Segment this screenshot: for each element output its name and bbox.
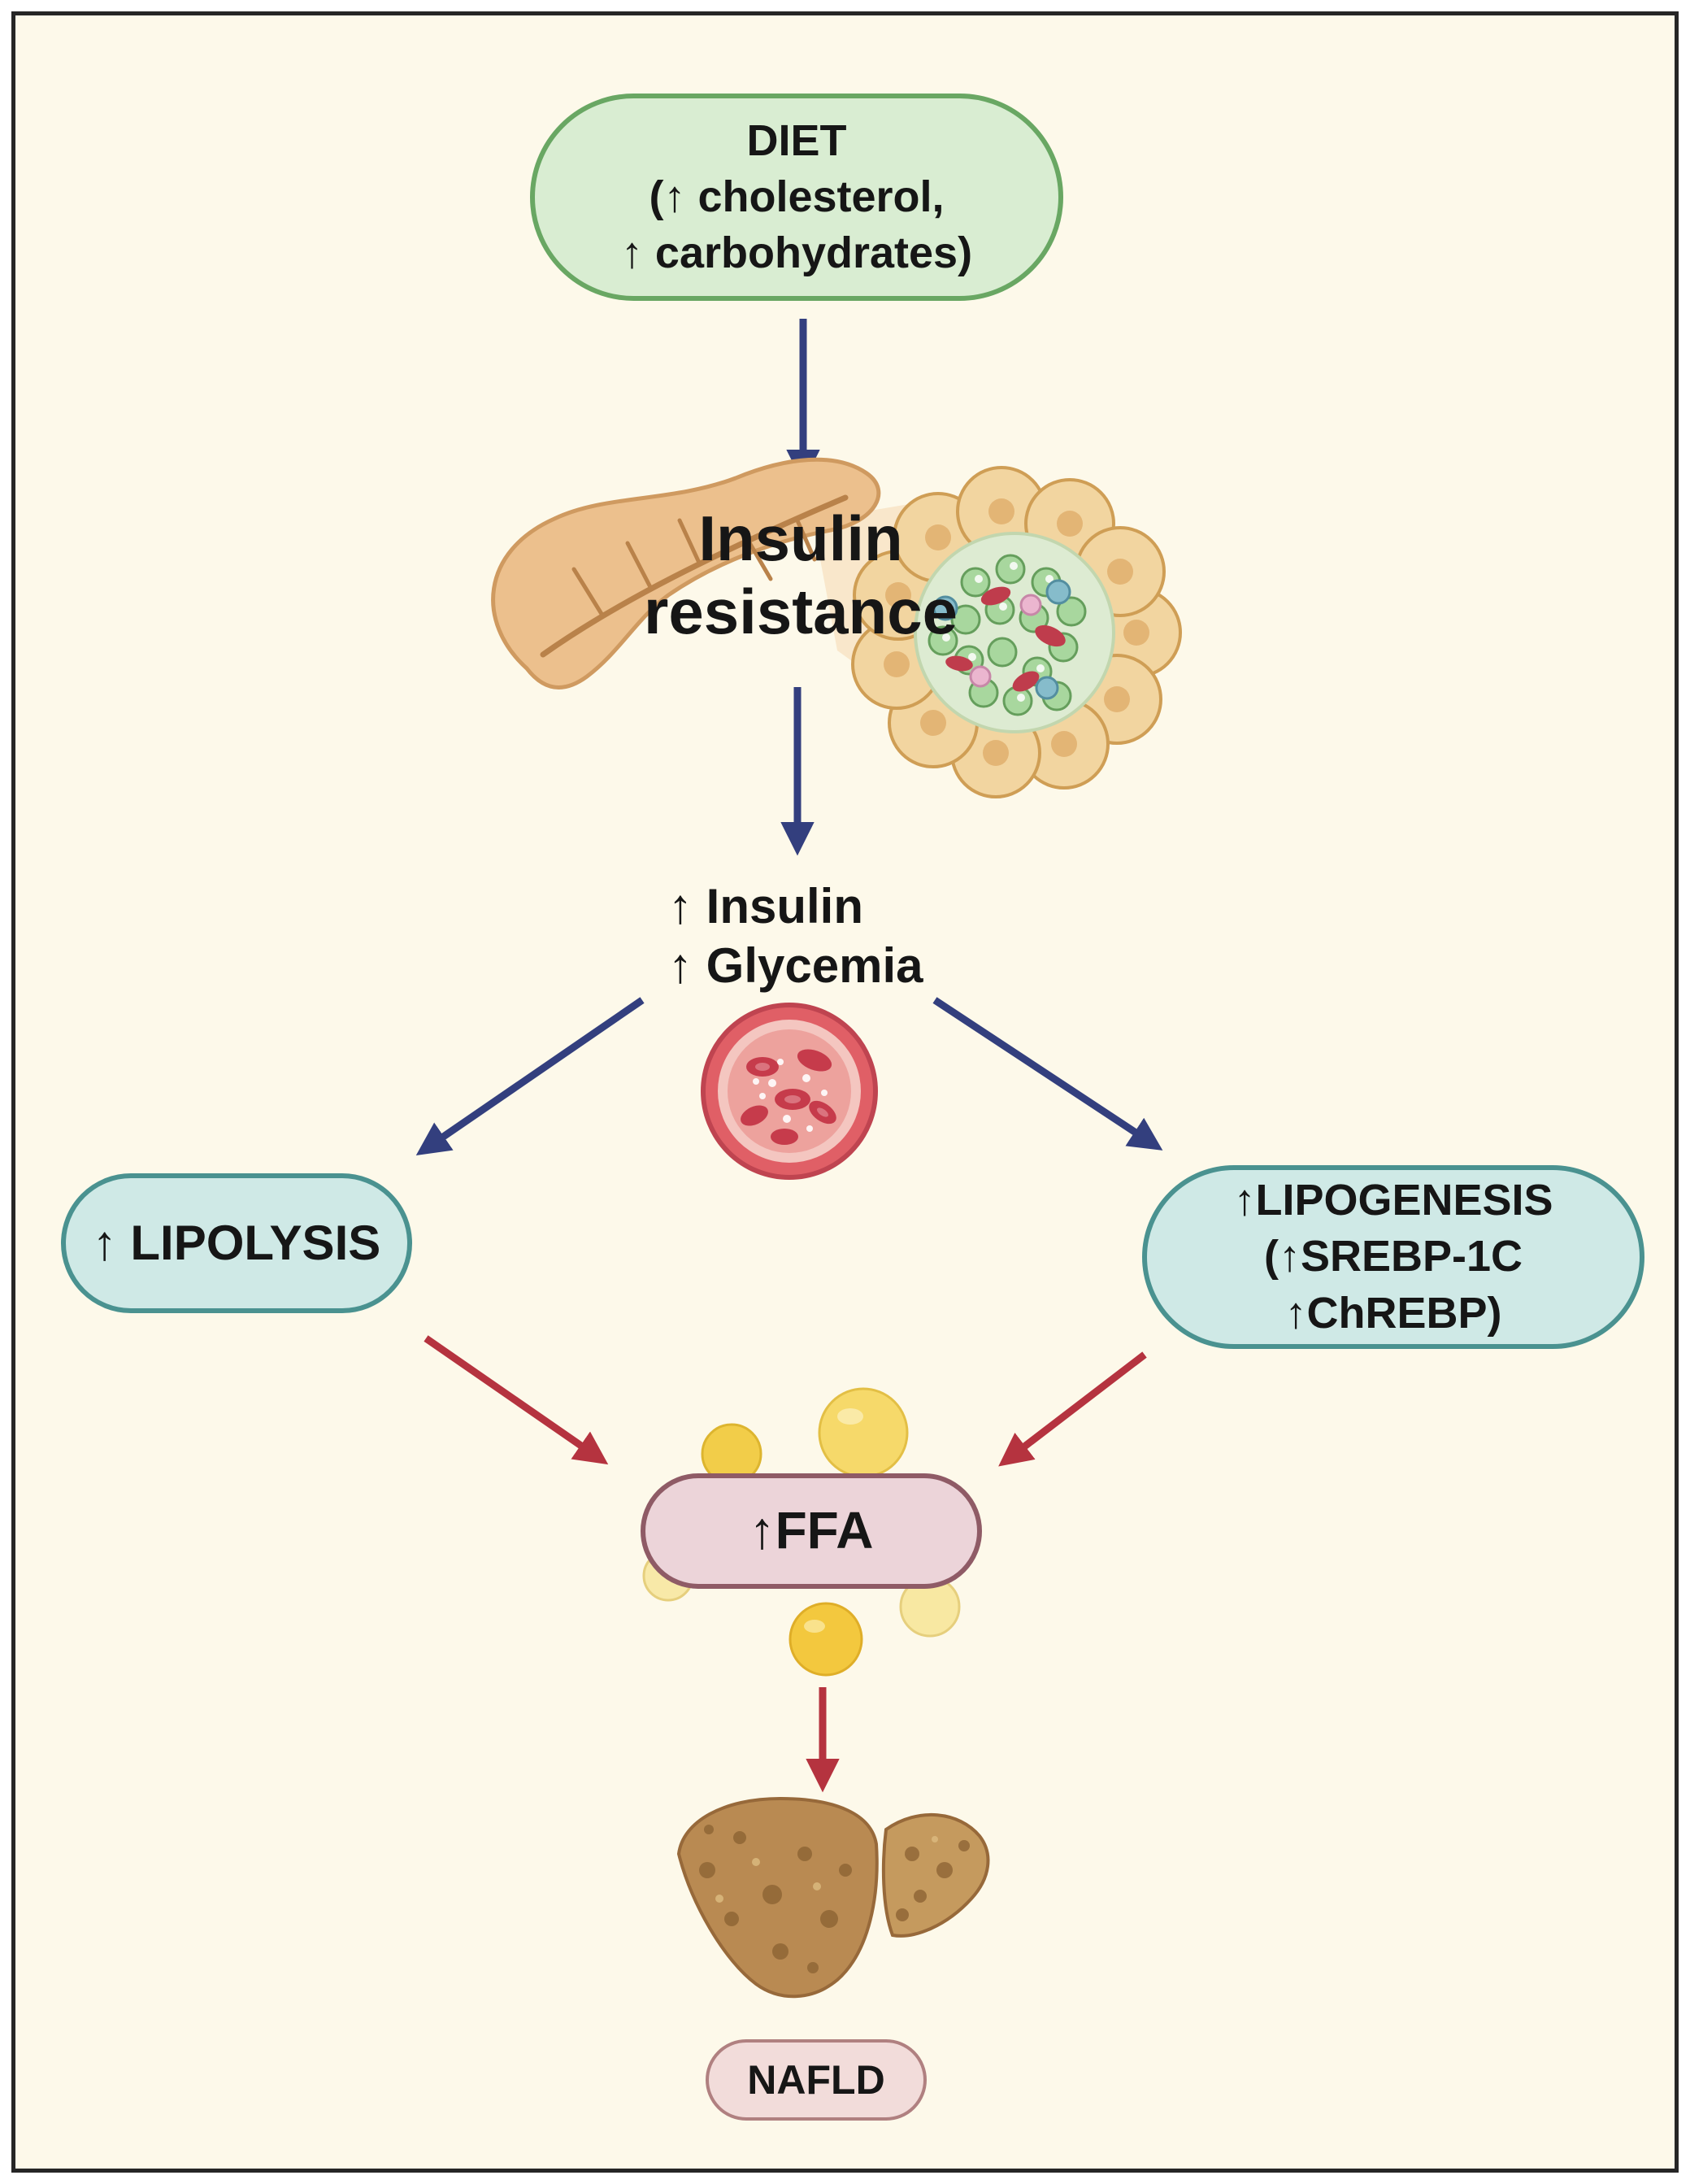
diet-box: DIET (↑ cholesterol, ↑ carbohydrates) — [530, 94, 1063, 301]
insulin-resistance-line-1: Insulin — [698, 502, 903, 574]
insulin-glycemia-line-2: ↑ Glycemia — [668, 938, 923, 994]
fatty-liver-icon — [676, 1796, 990, 1999]
lipolysis-label: ↑ LIPOLYSIS — [92, 1215, 381, 1270]
pancreatic-islet-icon — [851, 466, 1182, 798]
diet-line-1: DIET — [746, 115, 847, 165]
insulin-glycemia-label: ↑ Insulin ↑ Glycemia — [668, 877, 923, 995]
diet-line-3: ↑ carbohydrates) — [620, 228, 973, 278]
lipolysis-box: ↑ LIPOLYSIS — [61, 1173, 412, 1313]
blood-vessel-icon — [701, 1003, 878, 1180]
nafld-box: NAFLD — [706, 2039, 927, 2121]
insulin-glycemia-line-1: ↑ Insulin — [668, 879, 863, 933]
arrow-lipolysis-to-ffa — [424, 1335, 609, 1465]
ffa-box: ↑FFA — [641, 1473, 982, 1589]
lipogenesis-line-3: ↑ChREBP) — [1284, 1288, 1502, 1338]
lipogenesis-box: ↑LIPOGENESIS (↑SREBP-1C ↑ChREBP) — [1142, 1165, 1644, 1349]
lipogenesis-line-2: (↑SREBP-1C — [1263, 1232, 1523, 1281]
lipogenesis-line-1: ↑LIPOGENESIS — [1233, 1176, 1553, 1225]
nafld-label: NAFLD — [747, 2057, 885, 2103]
arrow-lipogenesis-to-ffa — [998, 1351, 1147, 1467]
arrow-glycemia-to-lipogenesis — [932, 997, 1163, 1151]
diet-line-2: (↑ cholesterol, — [649, 172, 945, 221]
ffa-label: ↑FFA — [749, 1501, 874, 1560]
arrow-glycemia-to-lipolysis — [415, 997, 645, 1156]
insulin-resistance-label: Insulin resistance — [561, 502, 1041, 648]
insulin-resistance-line-2: resistance — [644, 575, 958, 647]
